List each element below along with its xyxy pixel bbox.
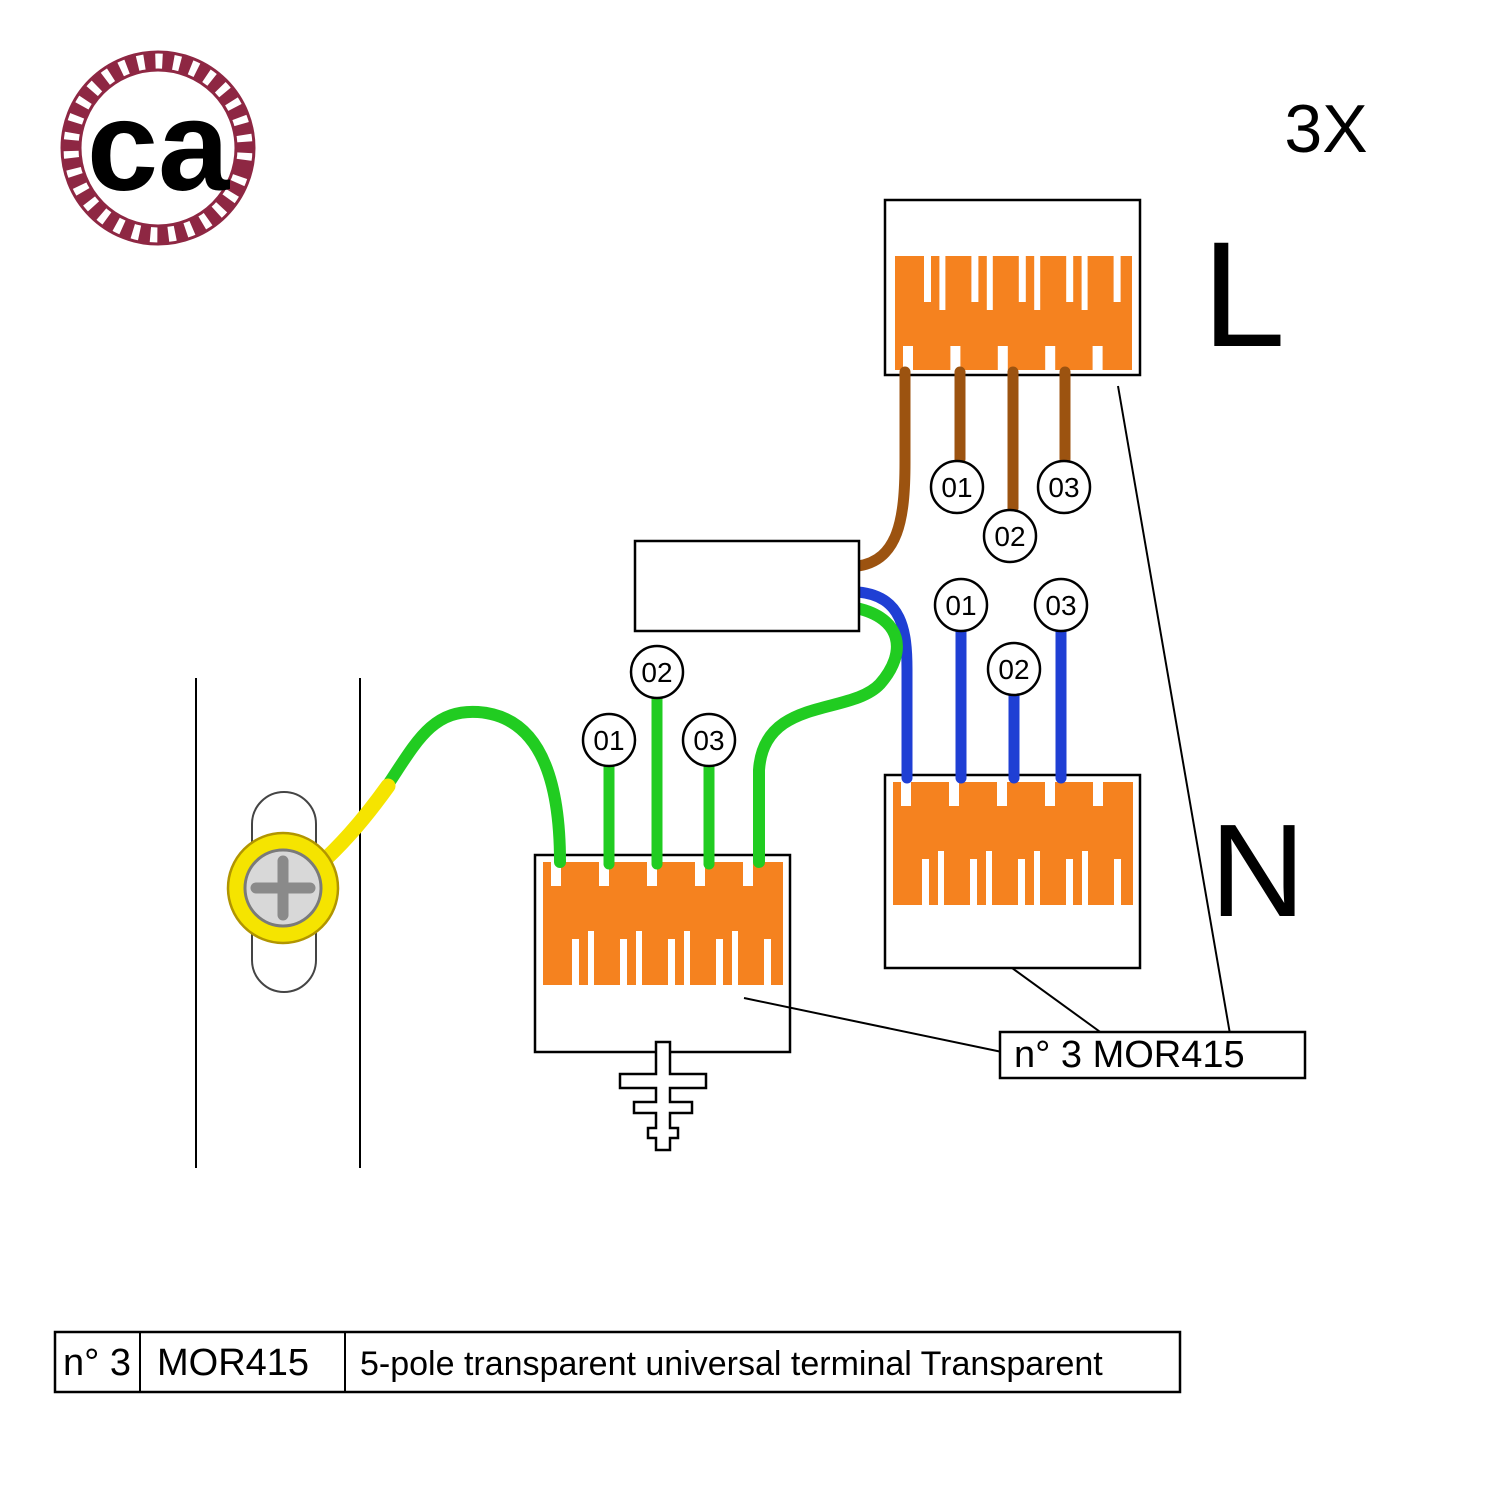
terminal-line — [883, 198, 1142, 377]
badge-circle — [1036, 459, 1092, 515]
wire-green-to-screw — [377, 705, 566, 868]
terminal-neutral — [883, 773, 1142, 970]
badge-circle — [681, 712, 737, 768]
callout-leader-lines — [743, 385, 1231, 1053]
legend-quantity: n° 3 — [63, 1342, 131, 1384]
terminal-earth — [533, 853, 792, 1054]
wire-brown-to-box — [852, 366, 911, 572]
legend-description: 5-pole transparent universal terminal Tr… — [360, 1345, 1103, 1383]
wires-green — [377, 602, 903, 870]
terminal-line-contacts — [895, 256, 1132, 370]
legend-code: MOR415 — [157, 1342, 309, 1384]
badge-label: 03 — [693, 725, 724, 756]
badge-blue-02: 02 — [986, 641, 1042, 697]
badge-brown-03: 03 — [1036, 459, 1092, 515]
terminal-earth-slots — [551, 862, 771, 985]
badge-green-01: 01 — [581, 712, 637, 768]
wires-brown — [852, 366, 1071, 572]
badge-label: 03 — [1048, 472, 1079, 503]
legend-table: n° 3 MOR415 5-pole transparent universal… — [53, 1330, 1182, 1394]
badge-circle — [629, 644, 685, 700]
badge-green-02: 02 — [629, 644, 685, 700]
terminal-neutral-slots — [901, 782, 1121, 905]
badge-circle — [581, 712, 637, 768]
badge-blue-03: 03 — [1033, 577, 1089, 633]
badge-circle — [933, 577, 989, 633]
legend-border — [53, 1330, 1182, 1394]
badge-circle — [929, 459, 985, 515]
leader-line-earth — [743, 997, 1003, 1053]
logo-rope-ring — [60, 50, 256, 246]
badge-label: 02 — [998, 654, 1029, 685]
badge-circle — [982, 508, 1038, 564]
badge-circle — [1033, 577, 1089, 633]
quantity-label: 3X — [1284, 91, 1367, 167]
callout-label: n° 3 MOR415 — [1014, 1034, 1245, 1076]
callout: n° 3 MOR415 — [998, 1030, 1307, 1080]
wire-number-badges: 01 02 03 01 02 03 01 02 — [581, 459, 1092, 768]
badge-blue-01: 01 — [933, 577, 989, 633]
badge-label: 01 — [593, 725, 624, 756]
badge-label: 02 — [641, 657, 672, 688]
wire-green-to-box — [753, 602, 903, 868]
badge-circle — [986, 641, 1042, 697]
badge-label: 02 — [994, 521, 1025, 552]
logo-rope-twist — [63, 53, 253, 243]
leader-line-neutral — [1011, 967, 1104, 1035]
wires-blue — [852, 586, 1067, 784]
badge-label: 01 — [941, 472, 972, 503]
terminal-line-slots — [903, 256, 1121, 370]
logo-text: ca — [87, 75, 230, 218]
leader-line-line — [1117, 385, 1231, 1035]
wall-lines — [195, 678, 361, 1168]
ring-terminal — [226, 831, 340, 945]
brand-logo: ca — [60, 50, 256, 246]
line-terminal-letter: L — [1202, 210, 1285, 378]
logo-rope-outer — [60, 50, 256, 246]
badge-green-03: 03 — [681, 712, 737, 768]
callout-box — [998, 1030, 1307, 1080]
neutral-terminal-letter: N — [1210, 797, 1305, 944]
earth-ground-symbol-icon — [618, 1040, 708, 1152]
phillips-cross-icon — [250, 855, 316, 921]
badge-brown-02: 02 — [982, 508, 1038, 564]
wire-blue-to-box — [852, 586, 913, 784]
badge-label: 01 — [945, 590, 976, 621]
cable-junction-box — [633, 539, 861, 633]
badge-brown-01: 01 — [929, 459, 985, 515]
badge-label: 03 — [1045, 590, 1076, 621]
logo-rope-inner — [78, 68, 238, 228]
